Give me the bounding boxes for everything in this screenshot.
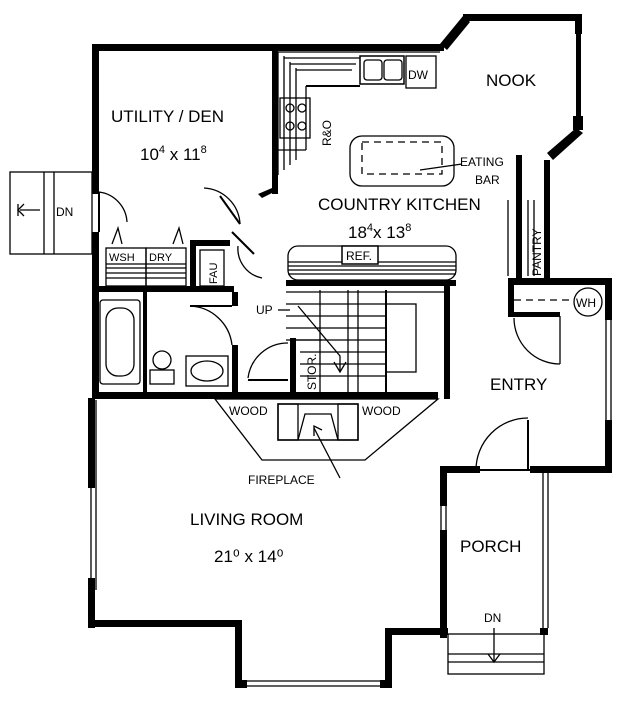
living-room-label: LIVING ROOM <box>190 510 303 529</box>
utility-den: UTILITY / DEN 104 x 118 WSH DRY FAU <box>105 107 225 287</box>
nook: NOOK <box>486 71 537 90</box>
stairs-down-label-porch: DN <box>484 611 501 625</box>
water-heater-closet: WH <box>513 287 603 365</box>
country-kitchen: DW R&O EATING BAR COUNTRY KITCHEN 184x 1… <box>277 51 504 281</box>
front-door[interactable] <box>475 417 530 471</box>
dishwasher-label: DW <box>408 68 429 82</box>
pantry: PANTRY <box>507 200 544 276</box>
stairs-up-label: UP <box>256 303 273 317</box>
eating-bar-label-2: BAR <box>475 173 500 187</box>
washer-label: WSH <box>109 252 135 264</box>
stairs: UP STOR. <box>256 290 444 392</box>
porch-label: PORCH <box>460 537 521 556</box>
country-kitchen-size: 184x 138 <box>348 222 411 242</box>
living-room-size: 21⁰ x 14⁰ <box>214 547 284 566</box>
eating-bar-label-1: EATING <box>460 155 504 169</box>
fireplace-label: FIREPLACE <box>248 473 315 487</box>
utility-den-size: 104 x 118 <box>140 144 207 164</box>
fireplace: WOOD WOOD FIREPLACE <box>213 398 440 487</box>
utility-exterior-door[interactable] <box>92 190 128 232</box>
stairs-down-label-left: DN <box>56 205 73 219</box>
storage-label: STOR. <box>305 354 319 390</box>
wood-storage-label-left: WOOD <box>229 404 268 418</box>
fau-label: FAU <box>208 263 220 284</box>
pantry-label: PANTRY <box>530 228 544 276</box>
living-room: LIVING ROOM 21⁰ x 14⁰ <box>190 510 303 566</box>
left-steps: DN <box>9 171 93 255</box>
entry-label: ENTRY <box>490 375 547 394</box>
utility-kitchen-door[interactable] <box>203 187 263 279</box>
bathroom <box>99 299 289 387</box>
dryer-label: DRY <box>149 252 173 264</box>
country-kitchen-label: COUNTRY KITCHEN <box>318 195 481 214</box>
entry: ENTRY <box>490 375 547 394</box>
utility-den-label: UTILITY / DEN <box>111 107 224 126</box>
nook-label: NOOK <box>486 71 537 90</box>
refrigerator-label: REF. <box>346 249 372 263</box>
windows <box>90 14 612 687</box>
porch: PORCH DN <box>447 537 545 675</box>
water-heater-label: WH <box>576 296 596 310</box>
range-oven-label: R&O <box>320 120 334 146</box>
wood-storage-label-right: WOOD <box>362 404 401 418</box>
